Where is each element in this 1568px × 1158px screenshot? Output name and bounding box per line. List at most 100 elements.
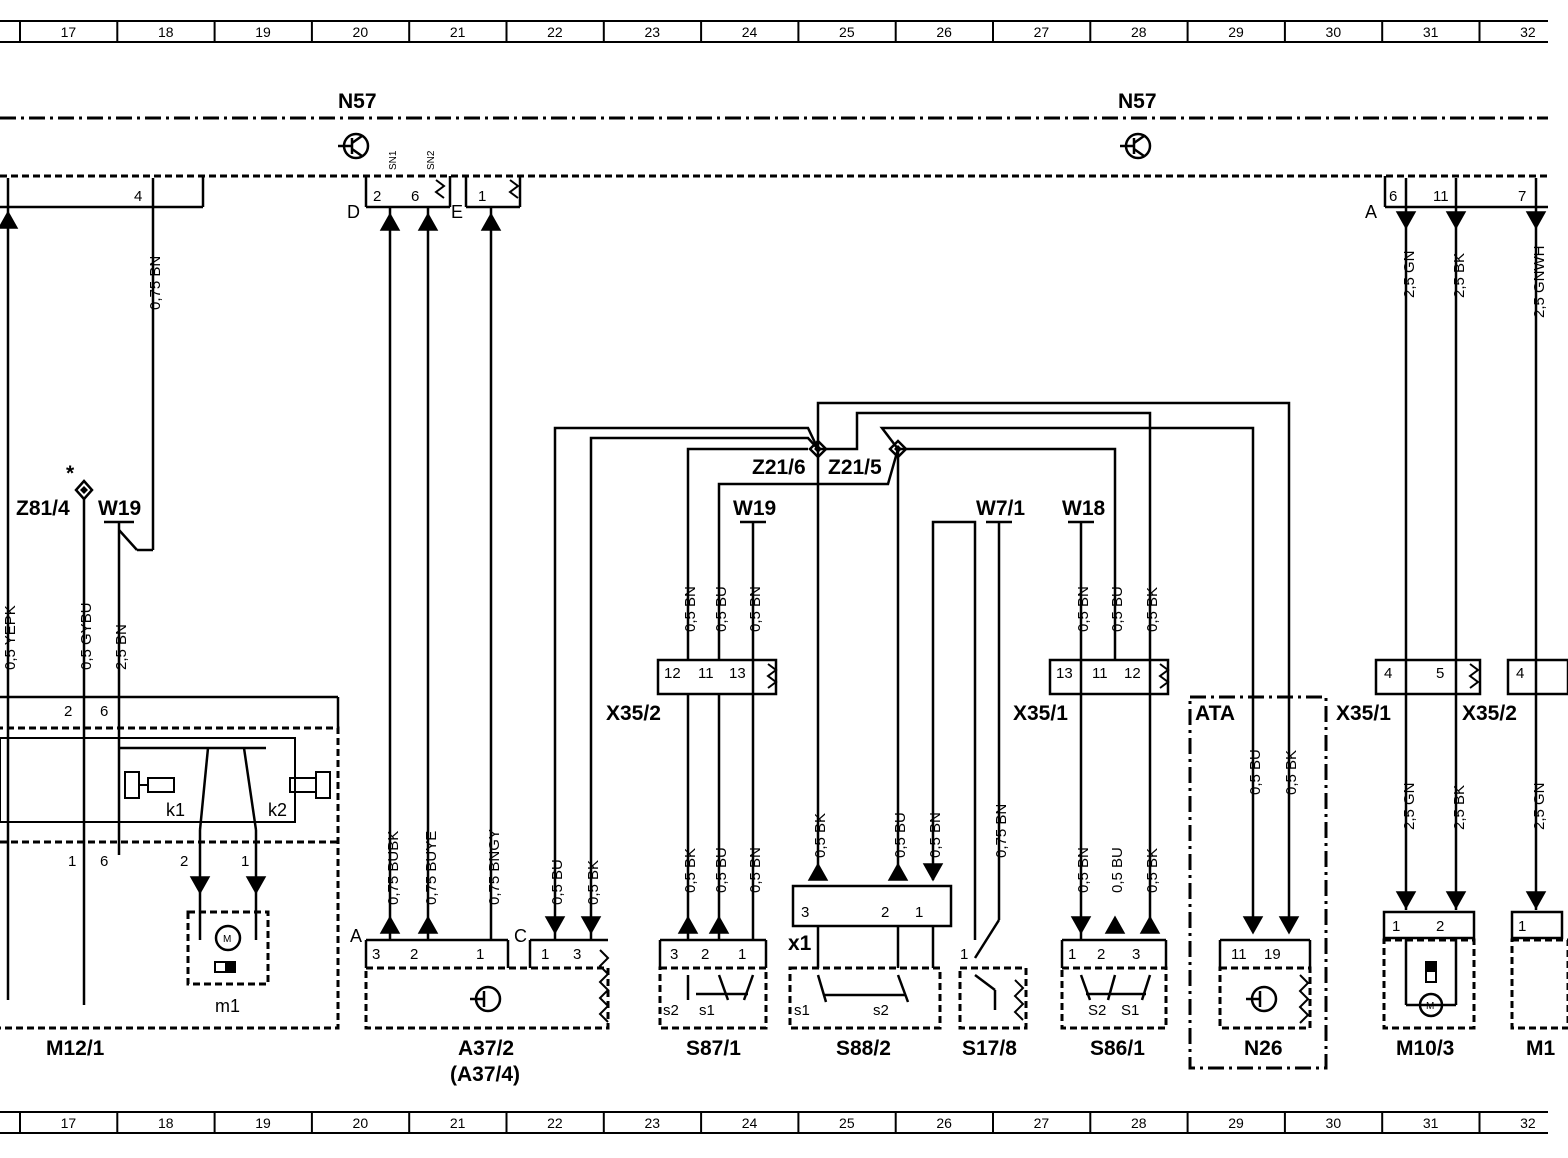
ruler-column-number: 31 bbox=[1423, 24, 1439, 40]
svg-text:1: 1 bbox=[915, 904, 923, 921]
svg-text:S88/2: S88/2 bbox=[836, 1037, 891, 1060]
svg-text:A37/2: A37/2 bbox=[458, 1037, 514, 1060]
svg-text:12: 12 bbox=[664, 665, 681, 682]
ruler-column-number: 17 bbox=[61, 24, 77, 40]
top-connector-a-right: A 6 11 7 2,5 GN 2,5 BK 2,5 GNWH bbox=[1365, 176, 1548, 910]
top-connector-de: D E 2 6 1 bbox=[347, 176, 522, 222]
ruler-column-number: 25 bbox=[839, 1115, 855, 1131]
ruler-column-number: 21 bbox=[450, 1115, 466, 1131]
svg-text:0,5 BU: 0,5 BU bbox=[1247, 749, 1264, 795]
svg-text:X35/2: X35/2 bbox=[606, 702, 661, 725]
ruler-column-number: 24 bbox=[742, 1115, 758, 1131]
svg-text:4: 4 bbox=[1384, 665, 1392, 682]
svg-text:E: E bbox=[451, 202, 463, 222]
svg-text:4: 4 bbox=[134, 188, 142, 205]
svg-text:11: 11 bbox=[1433, 188, 1449, 205]
svg-text:0,5 BN: 0,5 BN bbox=[927, 812, 944, 858]
svg-text:X35/1: X35/1 bbox=[1013, 702, 1068, 725]
svg-text:S87/1: S87/1 bbox=[686, 1037, 741, 1060]
svg-text:13: 13 bbox=[1056, 665, 1073, 682]
svg-text:s1: s1 bbox=[794, 1002, 810, 1019]
svg-text:0,5 BU: 0,5 BU bbox=[713, 847, 730, 893]
svg-text:5: 5 bbox=[1436, 665, 1444, 682]
svg-text:s1: s1 bbox=[699, 1002, 715, 1019]
ruler-column-number: 18 bbox=[158, 24, 174, 40]
svg-text:3: 3 bbox=[801, 904, 809, 921]
svg-text:3: 3 bbox=[372, 946, 380, 963]
svg-text:4: 4 bbox=[1516, 665, 1524, 682]
svg-text:1: 1 bbox=[1068, 946, 1076, 963]
svg-text:Z21/5: Z21/5 bbox=[828, 456, 882, 479]
svg-text:1: 1 bbox=[541, 946, 549, 963]
svg-text:2: 2 bbox=[410, 946, 418, 963]
svg-text:Z81/4: Z81/4 bbox=[16, 497, 70, 520]
ruler-column-number: 22 bbox=[547, 24, 563, 40]
n57-left-symbol bbox=[338, 132, 370, 160]
svg-text:2,5 GN: 2,5 GN bbox=[1401, 782, 1418, 830]
ruler-column-number: 30 bbox=[1326, 1115, 1342, 1131]
svg-text:1: 1 bbox=[738, 946, 746, 963]
svg-text:19: 19 bbox=[1264, 946, 1281, 963]
svg-text:S17/8: S17/8 bbox=[962, 1037, 1017, 1060]
svg-text:12: 12 bbox=[1124, 665, 1141, 682]
svg-text:0,75 BN: 0,75 BN bbox=[993, 804, 1010, 858]
svg-text:M: M bbox=[223, 934, 231, 945]
svg-text:0,5 BU: 0,5 BU bbox=[713, 586, 730, 632]
a37-2-module: 0,75 BUBK 0,75 BUYE 0,75 BNGY 0,5 BU 0,5… bbox=[350, 208, 610, 1086]
svg-text:k2: k2 bbox=[268, 800, 287, 820]
svg-text:0,5 BN: 0,5 BN bbox=[682, 586, 699, 632]
svg-text:0,5 BK: 0,5 BK bbox=[585, 860, 602, 905]
svg-text:0,75 BUYE: 0,75 BUYE bbox=[423, 831, 440, 905]
n57-right-label: N57 bbox=[1118, 90, 1157, 113]
svg-text:M: M bbox=[1426, 1001, 1434, 1012]
svg-text:3: 3 bbox=[573, 946, 581, 963]
svg-text:N26: N26 bbox=[1244, 1037, 1283, 1060]
svg-text:*: * bbox=[66, 462, 75, 485]
svg-text:2: 2 bbox=[881, 904, 889, 921]
s88-2-group: 0,5 BK 0,5 BU 0,5 BN 3 2 1 x1 s1 s2 S88/… bbox=[788, 520, 977, 1060]
m10-3-group: 4 5 4 X35/1 X35/2 2,5 GN 2,5 BK 2,5 GN 1… bbox=[1336, 658, 1568, 1060]
svg-text:6: 6 bbox=[100, 703, 108, 720]
svg-text:0,75 BNGY: 0,75 BNGY bbox=[486, 829, 503, 905]
n57-bus: N57 N57 SN1 SN2 bbox=[0, 90, 1548, 178]
z81-w19-group: Z81/4 * W19 0,5 YEPK 0,5 GYBU 2,5 BN bbox=[2, 462, 141, 1005]
svg-text:2,5 GNWH: 2,5 GNWH bbox=[1531, 245, 1548, 318]
ruler-column-number: 18 bbox=[158, 1115, 174, 1131]
top-connector-left: 4 0,75 BN bbox=[0, 176, 205, 1000]
ruler-column-number: 21 bbox=[450, 24, 466, 40]
svg-text:D: D bbox=[347, 202, 360, 222]
svg-text:2,5 BK: 2,5 BK bbox=[1451, 785, 1468, 830]
svg-text:2: 2 bbox=[180, 853, 188, 870]
svg-text:1: 1 bbox=[68, 853, 76, 870]
svg-text:11: 11 bbox=[698, 665, 714, 682]
svg-text:x1: x1 bbox=[788, 932, 812, 955]
svg-text:2: 2 bbox=[701, 946, 709, 963]
svg-text:6: 6 bbox=[411, 188, 419, 205]
s87-1-group: W19 0,5 BN 0,5 BU 0,5 BN 12 11 13 X35/2 … bbox=[606, 497, 778, 1060]
svg-text:Z21/6: Z21/6 bbox=[752, 456, 806, 479]
ruler-column-number: 32 bbox=[1520, 1115, 1536, 1131]
svg-text:1: 1 bbox=[1392, 918, 1400, 935]
n26-ata-group: ATA 0,5 BU 0,5 BK 11 19 N26 bbox=[1188, 695, 1328, 1070]
svg-text:W19: W19 bbox=[98, 497, 141, 520]
ruler-column-number: 19 bbox=[255, 1115, 271, 1131]
ruler-column-number: 26 bbox=[936, 24, 952, 40]
svg-text:M10/3: M10/3 bbox=[1396, 1037, 1454, 1060]
ruler-column-number: 17 bbox=[61, 1115, 77, 1131]
svg-text:2: 2 bbox=[373, 188, 381, 205]
svg-text:ATA: ATA bbox=[1195, 702, 1235, 725]
svg-text:3: 3 bbox=[670, 946, 678, 963]
ruler-column-number: 26 bbox=[936, 1115, 952, 1131]
ruler-column-number: 20 bbox=[353, 24, 369, 40]
ruler-column-number: 29 bbox=[1228, 24, 1244, 40]
ruler-column-number: 28 bbox=[1131, 24, 1147, 40]
ruler-column-number: 20 bbox=[353, 1115, 369, 1131]
svg-text:s2: s2 bbox=[873, 1002, 889, 1019]
n57-right-symbol bbox=[1120, 132, 1152, 160]
svg-text:A: A bbox=[350, 926, 362, 946]
svg-text:2,5 GN: 2,5 GN bbox=[1531, 782, 1548, 830]
svg-text:0,75 BUBK: 0,75 BUBK bbox=[385, 831, 402, 905]
svg-text:0,5 BK: 0,5 BK bbox=[1144, 848, 1161, 893]
